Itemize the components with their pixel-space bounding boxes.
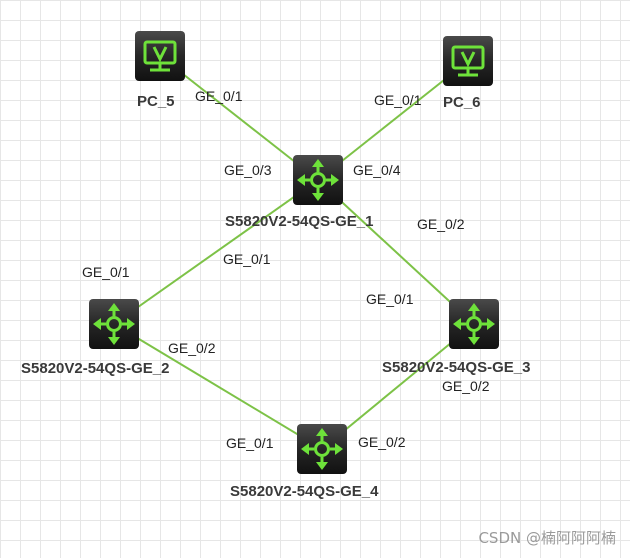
- device-label-sw3: S5820V2-54QS-GE_3: [382, 359, 530, 376]
- link-sw2-sw4[interactable]: [113, 323, 323, 450]
- device-sw3[interactable]: [449, 299, 499, 349]
- device-sw2[interactable]: [89, 299, 139, 349]
- link-sw1-sw2[interactable]: [113, 179, 319, 325]
- port-label-pc6-sw1-from: GE_0/1: [374, 92, 422, 108]
- port-label-sw1-sw3-from: GE_0/2: [417, 216, 465, 232]
- port-label-sw1-sw3-to: GE_0/1: [366, 291, 414, 307]
- links: [113, 55, 475, 450]
- link-sw1-sw3[interactable]: [317, 179, 475, 325]
- port-label-sw2-sw4-from: GE_0/2: [168, 340, 216, 356]
- port-label-pc6-sw1-to: GE_0/4: [353, 162, 401, 178]
- port-label-sw1-sw2-from: GE_0/1: [223, 251, 271, 267]
- port-label-pc5-sw1-from: GE_0/1: [195, 88, 243, 104]
- port-label-sw1-sw2-to: GE_0/1: [82, 264, 130, 280]
- device-sw4[interactable]: [297, 424, 347, 474]
- device-label-sw4: S5820V2-54QS-GE_4: [230, 483, 379, 500]
- device-pc6[interactable]: [443, 36, 493, 86]
- port-label-sw3-sw4-to: GE_0/2: [358, 434, 406, 450]
- device-label-sw2: S5820V2-54QS-GE_2: [21, 360, 169, 377]
- device-label-pc5: PC_5: [137, 93, 175, 110]
- device-pc5[interactable]: [135, 31, 185, 81]
- port-label-pc5-sw1-to: GE_0/3: [224, 162, 272, 178]
- link-pc5-sw1[interactable]: [159, 55, 319, 181]
- device-label-sw1: S5820V2-54QS-GE_1: [225, 213, 373, 230]
- device-sw1[interactable]: [293, 155, 343, 205]
- port-label-sw3-sw4-from: GE_0/2: [442, 378, 490, 394]
- watermark: CSDN @楠阿阿阿楠: [478, 529, 616, 547]
- link-sw3-sw4[interactable]: [321, 323, 475, 450]
- device-label-pc6: PC_6: [443, 94, 481, 111]
- port-label-sw2-sw4-to: GE_0/1: [226, 435, 274, 451]
